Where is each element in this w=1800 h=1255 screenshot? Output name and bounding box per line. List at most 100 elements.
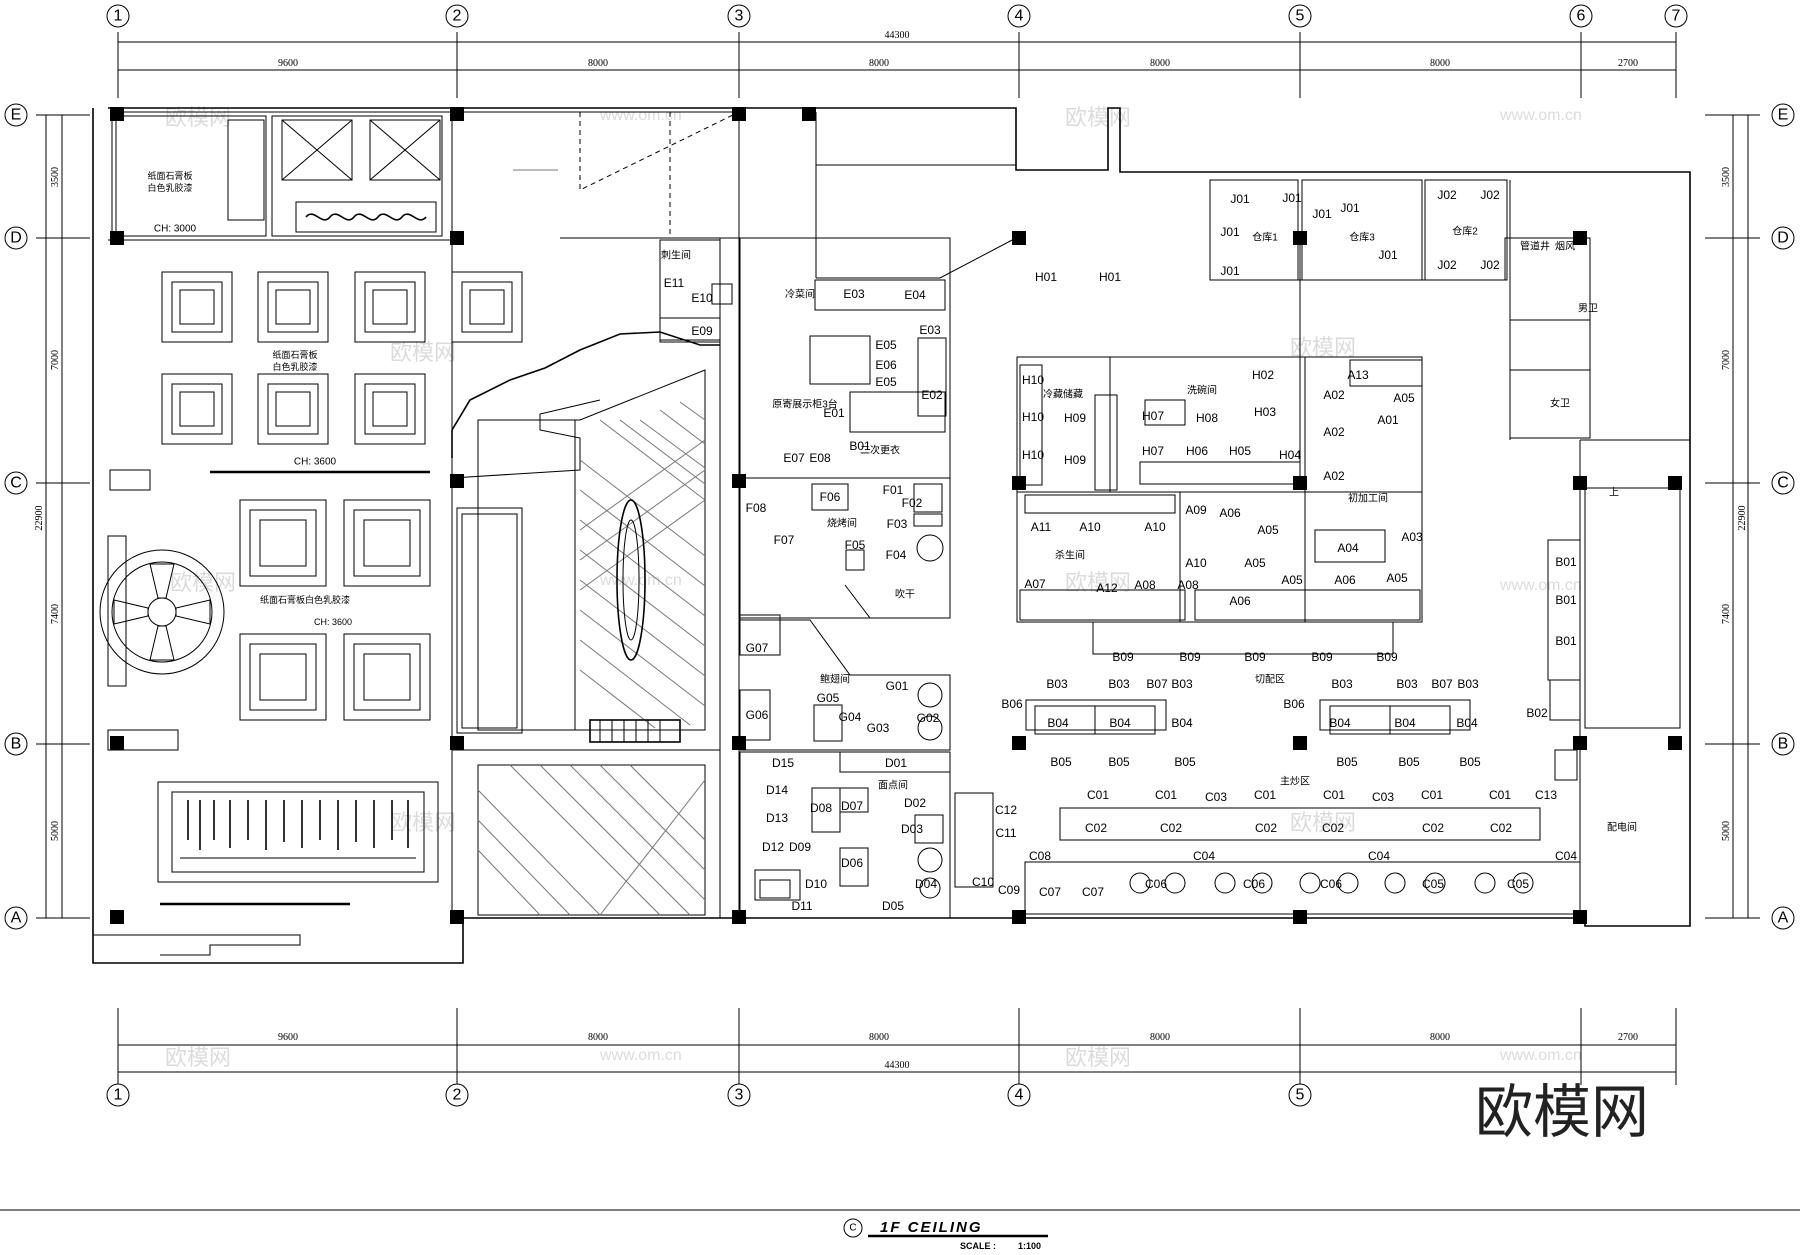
grid-row-C: C: [10, 475, 22, 492]
ceiling-note-3: 纸面石膏板白色乳胶漆: [260, 594, 350, 605]
tag-E06: E06: [875, 358, 897, 372]
tag-B04-c: B04: [1171, 716, 1193, 730]
tag-D02: D02: [904, 796, 926, 810]
watermark-url: www.om.cn: [599, 572, 682, 589]
tag-C03: C03: [1205, 790, 1227, 804]
watermark-text: 欧模网: [1065, 571, 1131, 596]
dimension-right: 3500 7000 22900 7400 5000: [1705, 114, 1760, 919]
tag-G06: G06: [746, 708, 769, 722]
dim-total-bottom: 44300: [885, 1060, 910, 1071]
tag-F05: F05: [845, 538, 866, 552]
tag-A06: A06: [1219, 506, 1241, 520]
room-display-note: 原寄展示柜3台: [772, 398, 838, 411]
dim-top-3: 8000: [869, 58, 889, 69]
room-main-cook: 主炒区: [1280, 776, 1310, 788]
tag-B01-b: B01: [1555, 593, 1577, 607]
tag-D15: D15: [772, 756, 794, 770]
grid-row-A: A: [11, 910, 22, 927]
tag-D08: D08: [810, 801, 832, 815]
watermark-url: www.om.cn: [599, 107, 682, 124]
tag-C02-d: C02: [1322, 821, 1344, 835]
tag-J01-g: J01: [1378, 248, 1398, 262]
structural-columns: [110, 107, 1682, 924]
ceiling-note-1-line2: 白色乳胶漆: [147, 182, 192, 193]
dim-top-5: 8000: [1430, 58, 1450, 69]
tag-A05-d: A05: [1281, 573, 1303, 587]
tag-B02: B02: [1526, 706, 1548, 720]
tag-C08: C08: [1029, 849, 1051, 863]
tag-B09: B09: [1112, 650, 1134, 664]
room-bbq: 烧烤间: [827, 517, 857, 530]
tag-C01-b: C01: [1155, 788, 1177, 802]
tag-E01: E01: [823, 406, 845, 420]
watermark-url: www.om.cn: [1499, 577, 1582, 594]
tag-C07-b: C07: [1082, 885, 1104, 899]
tag-C06-b: C06: [1243, 877, 1265, 891]
tag-J02-d: J02: [1480, 258, 1500, 272]
watermark-text: 欧模网: [1290, 811, 1356, 836]
tag-A02: A02: [1323, 388, 1345, 402]
tag-C02-c: C02: [1255, 821, 1277, 835]
room-changing: 二次更衣: [860, 444, 900, 457]
room-disinfect: 刺生间: [661, 249, 691, 262]
dim-top-2: 8000: [588, 58, 608, 69]
tag-A02-b: A02: [1323, 425, 1345, 439]
tag-B05-d: B05: [1336, 755, 1358, 769]
tag-C01-c: C01: [1254, 788, 1276, 802]
tag-A12: A12: [1096, 581, 1118, 595]
tag-J01-c: J01: [1220, 225, 1240, 239]
tag-B01: B01: [1555, 555, 1577, 569]
tag-E04: E04: [904, 288, 926, 302]
tag-B04-d: B04: [1329, 716, 1351, 730]
dim-top-4: 8000: [1150, 58, 1170, 69]
tag-H05: H05: [1229, 444, 1251, 458]
tag-A10-c: A10: [1185, 556, 1207, 570]
tag-A08-b: A08: [1177, 578, 1199, 592]
watermark-text: 欧模网: [390, 341, 456, 366]
dim-right-2: 7000: [1721, 350, 1732, 370]
tag-H03: H03: [1254, 405, 1276, 419]
tag-H07: H07: [1142, 409, 1164, 423]
grid-row-A-right: A: [1778, 910, 1789, 927]
tag-B09-e: B09: [1376, 650, 1398, 664]
grid-row-E: E: [11, 107, 22, 124]
dim-bottom-3: 8000: [869, 1032, 889, 1043]
dim-right-total: 22900: [1737, 506, 1748, 531]
grid-row-D: D: [10, 230, 22, 247]
tag-E08: E08: [809, 451, 831, 465]
tag-A08: A08: [1134, 578, 1156, 592]
tag-H09: H09: [1064, 411, 1086, 425]
tag-E05-b: E05: [875, 375, 897, 389]
tag-F02: F02: [902, 496, 923, 510]
tag-C04: C04: [1193, 849, 1215, 863]
grid-col-5-bottom: 5: [1296, 1087, 1305, 1104]
room-sashimi: 杀生间: [1055, 549, 1085, 562]
tag-A04: A04: [1337, 541, 1359, 555]
tag-D09: D09: [789, 840, 811, 854]
watermark-text: 欧模网: [165, 1046, 231, 1071]
room-store-3: 仓库3: [1349, 231, 1375, 244]
tag-B09-c: B09: [1244, 650, 1266, 664]
tag-A02-c: A02: [1323, 469, 1345, 483]
tag-A01: A01: [1377, 413, 1399, 427]
tag-B03-d: B03: [1331, 677, 1353, 691]
grid-col-3-bottom: 3: [735, 1087, 744, 1104]
grid-row-D-right: D: [1777, 230, 1789, 247]
coffer-grid-upper: [161, 271, 523, 445]
kitchen-left-modules: [659, 237, 994, 919]
tag-A10: A10: [1079, 520, 1101, 534]
tag-J02-c: J02: [1437, 258, 1457, 272]
grid-col-2-bottom: 2: [453, 1087, 462, 1104]
dimension-top: 44300 9600 8000 8000 8000 8000 2700: [117, 30, 1677, 98]
dim-left-3: 7400: [50, 604, 61, 624]
tag-E02: E02: [921, 388, 943, 402]
tag-F04: F04: [886, 548, 907, 562]
tag-H09-b: H09: [1064, 453, 1086, 467]
dim-bottom-5: 8000: [1430, 1032, 1450, 1043]
dim-left-4: 5000: [50, 821, 61, 841]
grid-col-7: 7: [1672, 8, 1681, 25]
grid-col-3: 3: [735, 8, 744, 25]
ceiling-height-1: CH: 3000: [154, 224, 197, 235]
tag-G05: G05: [817, 691, 840, 705]
tag-B03: B03: [1046, 677, 1068, 691]
